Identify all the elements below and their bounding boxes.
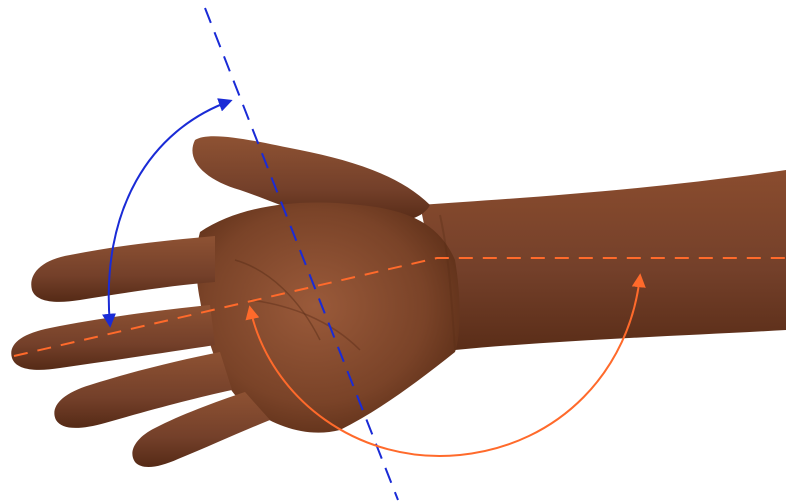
thumb-axis-line: [204, 7, 399, 501]
thumb: [192, 136, 430, 224]
wrist-rotation-arc: [245, 273, 646, 457]
little-finger: [132, 392, 270, 468]
forearm: [420, 170, 786, 350]
index-finger: [31, 236, 216, 302]
thumb-rotation-arc: [102, 98, 233, 328]
ring-finger: [54, 352, 232, 428]
